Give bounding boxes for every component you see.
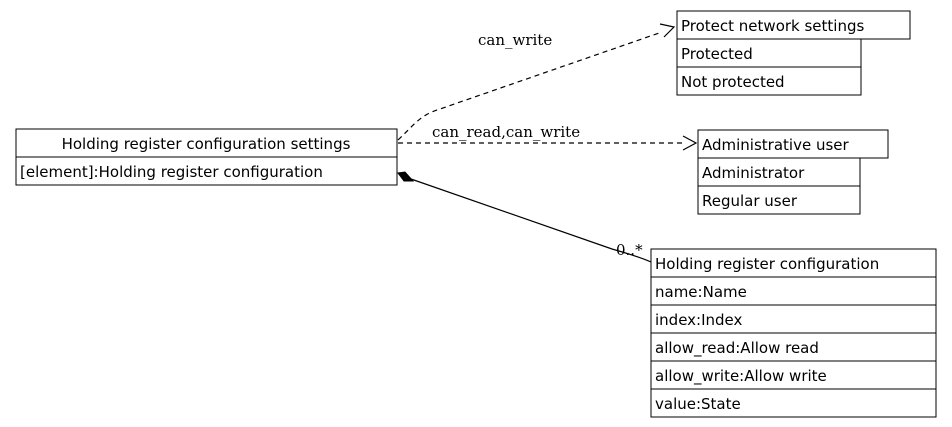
class-box-config: Holding register configuration name:Name… bbox=[650, 248, 937, 418]
class-box-config-row: name:Name bbox=[655, 283, 747, 301]
class-box-config-row: index:Index bbox=[655, 311, 743, 329]
arrow-head-icon bbox=[659, 23, 676, 38]
class-box-admin-row: Administrator bbox=[702, 164, 805, 182]
class-box-config-row-cell bbox=[650, 332, 937, 362]
edge-label-can-read-can-write: can_read,can_write bbox=[432, 123, 580, 141]
edge-can-read-can-write: can_read,can_write bbox=[398, 123, 698, 151]
filled-diamond-icon bbox=[397, 171, 415, 182]
class-box-protect-row: Protected bbox=[681, 45, 753, 63]
class-box-protect-row-cell bbox=[676, 66, 862, 96]
class-box-admin: Administrative user Administrator Regula… bbox=[697, 129, 889, 215]
class-box-config-row: value:State bbox=[655, 395, 741, 413]
class-box-config-row: allow_write:Allow write bbox=[655, 367, 827, 386]
class-box-config-title-cell bbox=[650, 248, 937, 278]
class-box-settings-row: [element]:Holding register configuration bbox=[20, 163, 323, 181]
class-box-config-row-cell bbox=[650, 360, 937, 390]
class-box-config-row: allow_read:Allow read bbox=[655, 339, 819, 358]
class-box-settings-title: Holding register configuration settings bbox=[62, 135, 351, 153]
class-box-admin-row: Regular user bbox=[702, 192, 798, 210]
class-box-protect-title: Protect network settings bbox=[681, 17, 864, 35]
class-box-protect: Protect network settings Protected Not p… bbox=[676, 10, 911, 96]
class-box-protect-title-cell bbox=[676, 10, 911, 40]
class-box-protect-row: Not protected bbox=[681, 73, 785, 91]
edge-label-multiplicity: 0..* bbox=[616, 241, 643, 259]
edge-composition: 0..* bbox=[397, 171, 652, 263]
arrow-head-icon bbox=[682, 135, 698, 151]
class-box-config-row-cell bbox=[650, 388, 937, 418]
class-box-settings-title-cell bbox=[15, 128, 398, 158]
class-box-config-row-cell bbox=[650, 276, 937, 306]
class-box-admin-title: Administrative user bbox=[702, 136, 850, 154]
class-box-admin-row-cell bbox=[697, 157, 861, 187]
class-box-settings-row-cell bbox=[15, 156, 398, 186]
edge-label-can-write: can_write bbox=[478, 31, 552, 49]
class-box-config-title: Holding register configuration bbox=[655, 255, 879, 273]
class-box-settings: Holding register configuration settings … bbox=[15, 128, 398, 186]
class-box-admin-row-cell bbox=[697, 185, 861, 215]
edge-can-write: can_write bbox=[397, 23, 676, 141]
